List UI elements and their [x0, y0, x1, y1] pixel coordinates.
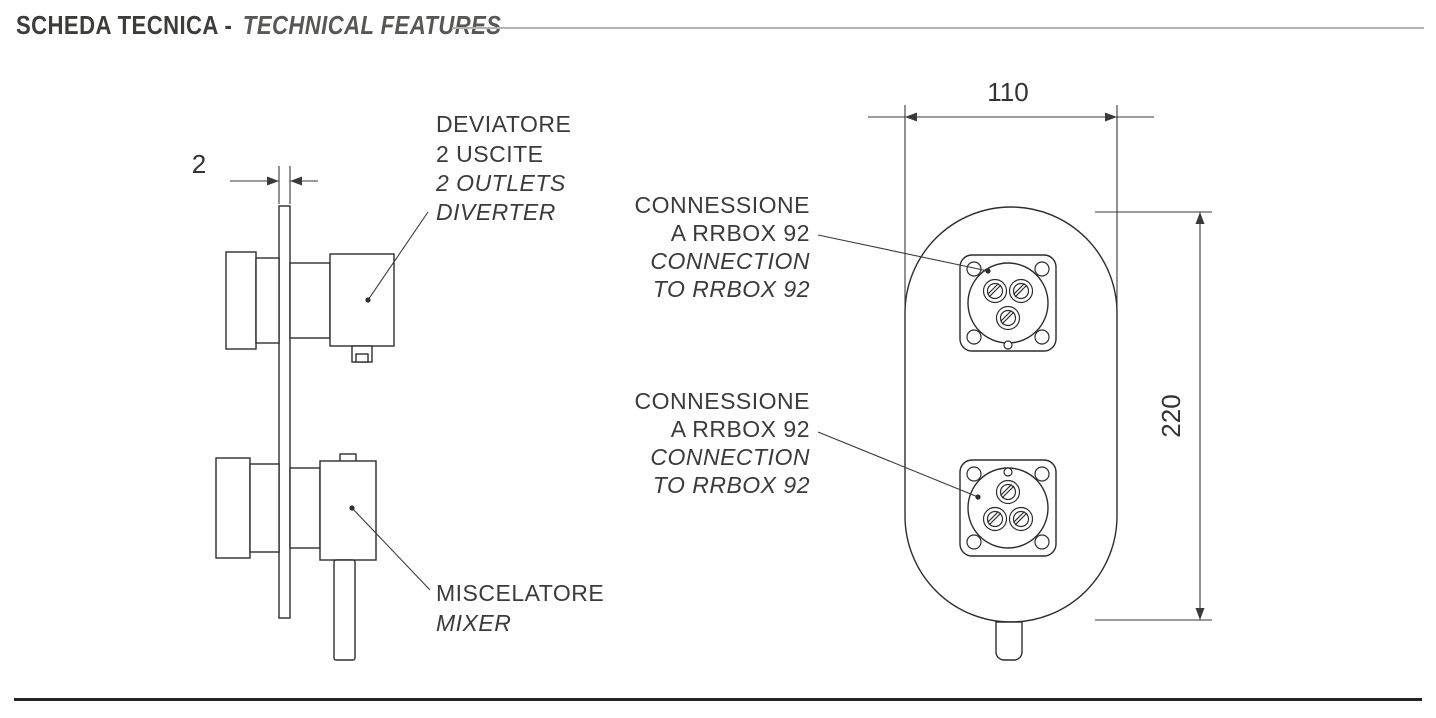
- port: [1008, 278, 1034, 304]
- screw-slot: [988, 284, 1002, 298]
- connection-bottom-callout: CONNESSIONE A RRBOX 92 CONNECTION TO RRB…: [635, 388, 981, 500]
- page-header: SCHEDA TECNICA - TECHNICAL FEATURES: [16, 10, 501, 41]
- bolt-hole: [1034, 534, 1050, 550]
- screw-slot: [987, 511, 999, 523]
- screw-slot: [1001, 311, 1015, 325]
- diverter-label-line2: 2 USCITE: [436, 141, 544, 167]
- diverter-assembly: [225, 251, 395, 363]
- leader-line: [817, 431, 979, 498]
- port: [995, 479, 1021, 505]
- arrowhead: [1195, 608, 1205, 620]
- footer-divider-line: [14, 698, 1422, 701]
- bolt-hole: [1034, 466, 1050, 482]
- diverter-label-line4: DIVERTER: [436, 199, 556, 225]
- leader-dot: [985, 268, 991, 274]
- diverter-label-line3: 2 OUTLETS: [435, 170, 566, 196]
- front-view: 110 220: [635, 77, 1212, 661]
- mixer-body: [319, 460, 377, 561]
- header-divider-line: [452, 27, 1424, 29]
- leader-dot: [975, 494, 981, 500]
- wall-plate: [278, 205, 291, 619]
- screw-slot: [988, 512, 1002, 526]
- arrowhead: [267, 176, 279, 186]
- lower-flange: [959, 459, 1057, 557]
- screw-slot: [1014, 512, 1028, 526]
- leader-line: [817, 234, 989, 272]
- leader-dot: [365, 297, 371, 303]
- thickness-dimension-value: 2: [192, 149, 206, 179]
- diverter-label-line1: DEVIATORE: [436, 111, 571, 137]
- upper-flange: [959, 254, 1057, 352]
- diverter-callout: DEVIATORE 2 USCITE 2 OUTLETS DIVERTER: [365, 111, 571, 303]
- port: [982, 278, 1008, 304]
- bolt-hole: [966, 329, 982, 345]
- diverter-cartridge-mid: [255, 257, 280, 344]
- bolt-hole: [966, 534, 982, 550]
- connection-top-line1: CONNESSIONE: [635, 192, 810, 218]
- port: [1008, 506, 1034, 532]
- diverter-cartridge-back: [225, 251, 257, 350]
- mixer-handle: [333, 559, 356, 661]
- screw-slot: [1013, 283, 1025, 295]
- screw-slot: [1000, 310, 1012, 322]
- bolt-hole: [1034, 329, 1050, 345]
- port: [982, 506, 1008, 532]
- flange-plate: [959, 254, 1057, 352]
- side-view: 2 DEVIATORE 2 USCITE 2 OUTLETS DIVERTER: [192, 111, 604, 661]
- width-dimension-value: 110: [987, 77, 1028, 107]
- bolt-hole: [966, 466, 982, 482]
- screw-slot: [1001, 485, 1015, 499]
- connection-bottom-line1: CONNESSIONE: [635, 388, 810, 414]
- connection-top-line2: A RRBOX 92: [671, 220, 810, 246]
- thickness-dimension: 2: [192, 149, 318, 204]
- connection-top-callout: CONNESSIONE A RRBOX 92 CONNECTION TO RRB…: [635, 192, 991, 302]
- bolt-hole: [1034, 261, 1050, 277]
- header-title-italian: SCHEDA TECNICA -: [16, 10, 233, 40]
- diverter-tab-notch: [355, 353, 369, 363]
- screw-slot: [987, 283, 999, 295]
- leader-dot: [349, 505, 355, 511]
- diverter-spacer: [289, 262, 331, 339]
- handle-stub: [995, 621, 1023, 661]
- diverter-body: [329, 253, 395, 347]
- leader-line: [367, 211, 429, 301]
- mixer-spacer: [289, 467, 321, 549]
- leader-line: [351, 507, 431, 591]
- mixer-callout: MISCELATORE MIXER: [349, 505, 604, 636]
- arrowhead: [290, 176, 302, 186]
- mixer-cartridge-mid: [249, 463, 280, 553]
- header-title-english: TECHNICAL FEATURES: [242, 10, 502, 40]
- connection-top-line4: TO RRBOX 92: [653, 276, 810, 302]
- arrowhead: [1105, 112, 1117, 122]
- arrowhead: [905, 112, 917, 122]
- mixer-assembly: [215, 453, 377, 661]
- mixer-label-line2: MIXER: [436, 610, 511, 636]
- screw-slot: [1014, 284, 1028, 298]
- connection-bottom-line4: TO RRBOX 92: [653, 472, 810, 498]
- mixer-label-line1: MISCELATORE: [436, 580, 604, 606]
- connection-bottom-line2: A RRBOX 92: [671, 416, 810, 442]
- height-dimension: 220: [1095, 211, 1212, 621]
- flange-plate: [959, 459, 1057, 557]
- screw-slot: [1000, 484, 1012, 496]
- connection-top-line3: CONNECTION: [650, 248, 810, 274]
- arrowhead: [1195, 212, 1205, 224]
- small-screw: [1003, 467, 1013, 477]
- connection-bottom-line3: CONNECTION: [650, 444, 810, 470]
- height-dimension-value: 220: [1156, 394, 1186, 437]
- screw-slot: [1013, 511, 1025, 523]
- mixer-cartridge-back: [215, 457, 251, 559]
- port: [995, 305, 1021, 331]
- small-screw: [1003, 340, 1013, 350]
